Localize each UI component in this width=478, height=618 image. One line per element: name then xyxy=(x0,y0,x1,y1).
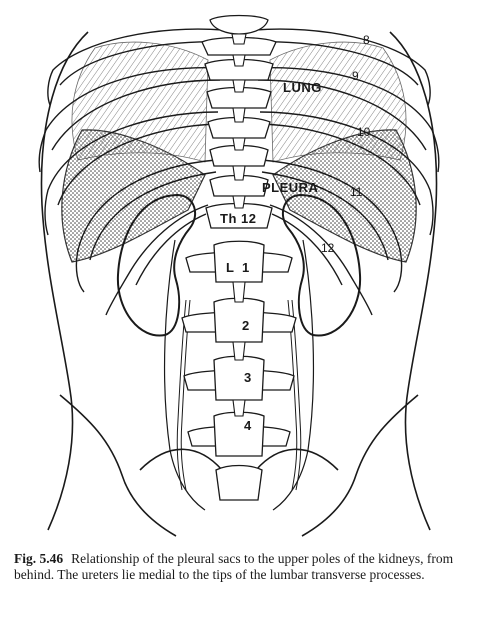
ribs xyxy=(38,28,440,316)
torso-outline xyxy=(40,31,438,537)
label-lung: LUNG xyxy=(283,80,322,95)
kidneys xyxy=(116,193,362,337)
label-rib-11: 11 xyxy=(350,185,363,199)
right-kidney xyxy=(281,193,362,337)
vertebral-column xyxy=(181,14,297,501)
anatomy-illustration: 8 9 LUNG 10 PLEURA 11 Th 12 12 L 1 2 3 4 xyxy=(38,14,440,537)
label-rib-9: 9 xyxy=(352,69,359,83)
label-l1: 1 xyxy=(242,260,250,275)
label-pleura: PLEURA xyxy=(262,180,319,195)
label-l4: 4 xyxy=(244,418,252,433)
label-th12: Th 12 xyxy=(220,211,256,226)
muscle-outlines xyxy=(163,239,315,511)
figure-number: Fig. 5.46 xyxy=(14,551,64,566)
spinous-processes xyxy=(231,33,247,417)
caption-text: Relationship of the pleural sacs to the … xyxy=(14,551,454,582)
ureters xyxy=(176,299,302,491)
label-rib-8: 8 xyxy=(363,33,370,47)
label-l3: 3 xyxy=(244,370,252,385)
label-rib-12: 12 xyxy=(321,241,335,255)
label-rib-10: 10 xyxy=(357,125,371,139)
left-kidney xyxy=(116,193,197,337)
label-lumbar-l: L xyxy=(226,260,234,275)
label-l2: 2 xyxy=(242,318,250,333)
pleural-sac xyxy=(61,129,417,263)
